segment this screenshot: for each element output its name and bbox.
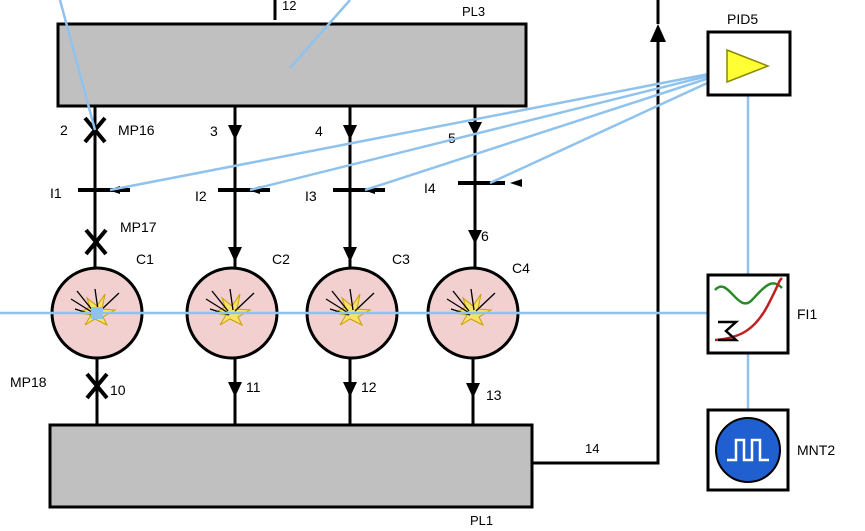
mixpoint-mp16-label: MP16 [118,122,155,138]
injector-i4[interactable] [458,179,522,187]
pipe-stream-14 [532,30,660,465]
signal-line-i3 [364,66,741,192]
stream-4-label: 4 [315,123,323,139]
injector-i1-label: I1 [50,185,62,201]
arrow-stream-4-icon [343,125,357,140]
injector-i3-label: I3 [305,188,317,204]
arrow-c2-inlet-icon [228,247,242,262]
mixpoint-mp17-icon[interactable] [84,228,108,256]
stream-10-label: 10 [110,382,126,398]
stream-12-label: 12 [361,379,377,395]
centrifuge-c2-label: C2 [272,251,290,267]
mixpoint-mp18-label: MP18 [10,374,47,390]
mnt2-label: MNT2 [797,442,835,458]
arrow-stream-3-icon [228,125,242,140]
arrow-stream-13-icon [466,383,480,398]
stream-3-label: 3 [210,123,218,139]
pid-controller-icon [726,48,771,84]
arrow-stream-11-icon [228,382,242,397]
centrifuge-c4-label: C4 [512,260,530,276]
mixpoint-mp18-icon[interactable] [85,372,109,400]
pulse-waveform [727,438,769,462]
pulse-monitor-icon [715,417,781,483]
stream-11-label: 11 [246,379,261,395]
signal-line-top [289,0,351,69]
arrow-stream-6-icon [468,230,482,244]
signal-line-i4 [489,66,741,185]
signal-line-i2 [249,66,741,192]
pid5-label: PID5 [727,11,758,27]
stream-13-label: 13 [486,387,502,403]
signal-line-topleft [58,0,97,131]
arrow-stream-12-icon [343,382,357,397]
stream-14-label: 14 [585,441,599,456]
block-pl1[interactable] [48,423,534,509]
block-pl3-label: PL3 [462,4,485,19]
arrow-stream-5-icon [468,122,482,136]
signal-line-i1 [109,66,741,192]
stream-5-label: 5 [448,130,456,146]
injector-i2-label: I2 [195,188,207,204]
stream-2-label: 2 [60,122,68,138]
arrow-stream-14-icon [650,24,666,42]
centrifuge-c3-label: C3 [392,251,410,267]
centrifuge-c1-label: C1 [136,251,154,267]
function-indicator-icon [714,277,783,342]
mixpoint-mp17-label: MP17 [120,219,157,235]
block-pl1-label: PL1 [470,513,493,528]
stream-6-label: 6 [481,228,489,244]
injector-i4-label: I4 [424,180,436,196]
signal-node-c1 [91,307,103,319]
arrow-c3-inlet-icon [343,247,357,262]
top-stream-label: 12 [282,0,296,13]
fi1-label: FI1 [797,306,817,322]
